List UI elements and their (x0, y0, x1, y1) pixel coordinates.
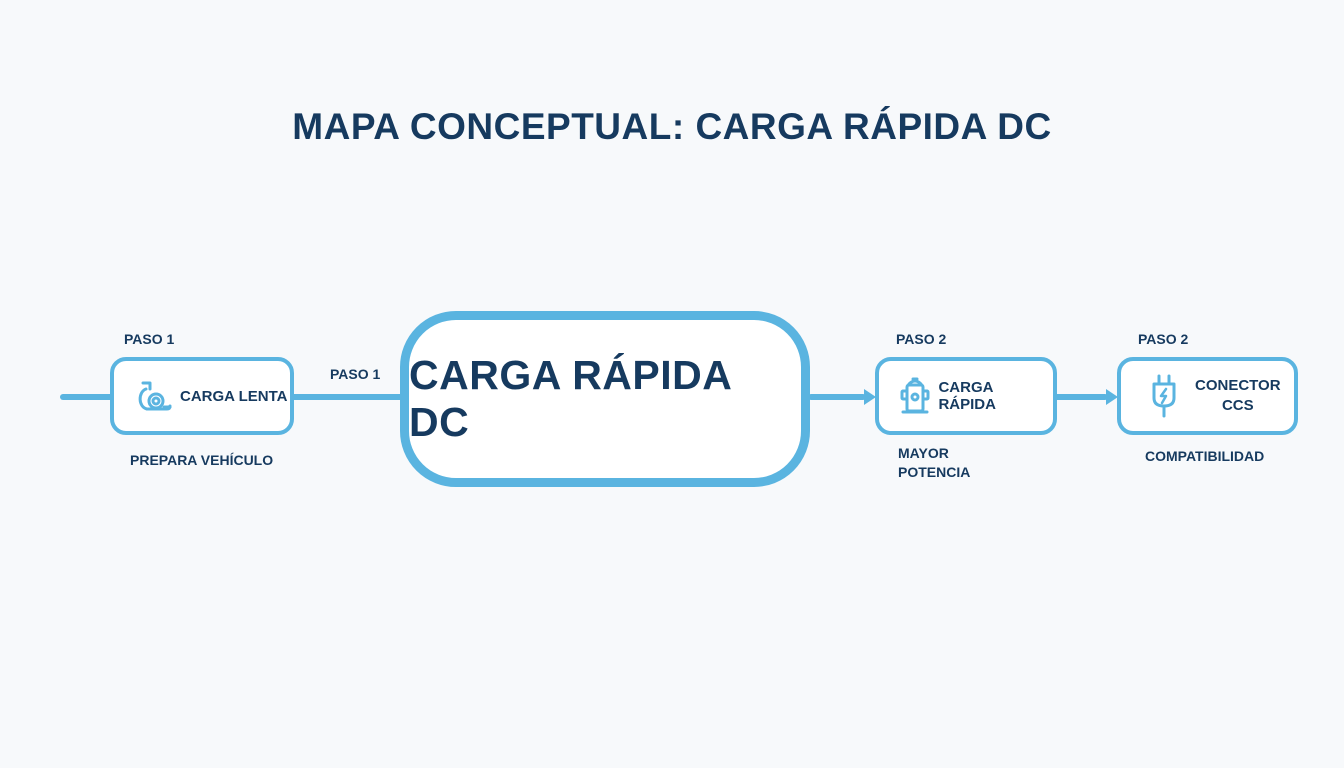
node-1-caption: PREPARA VEHÍCULO (130, 452, 274, 468)
node-3-step-label: PASO 2 (1138, 331, 1189, 347)
node-carga-lenta: CARGA LENTA (110, 357, 294, 435)
edge-label-to-central: PASO 1 (330, 366, 381, 382)
node-2-caption-line-1: MAYOR (898, 445, 949, 461)
central-node: CARGA RÁPIDA DC (400, 311, 810, 487)
charging-station-icon (895, 374, 934, 418)
connector-lenta-to-central (290, 394, 406, 400)
connector-start (60, 394, 114, 400)
arrowhead-ccs (1106, 389, 1118, 405)
node-2-step-label: PASO 2 (896, 331, 947, 347)
node-conector-ccs-label-line-1: CONECTOR (1195, 377, 1281, 394)
node-carga-lenta-label: CARGA LENTA (180, 387, 288, 405)
node-carga-rapida-label: CARGA RÁPIDA (938, 379, 996, 413)
central-node-label: CARGA RÁPIDA DC (409, 352, 731, 445)
node-2-caption-line-2: POTENCIA (898, 464, 971, 480)
plug-icon (1149, 372, 1179, 420)
node-2-caption: MAYOR POTENCIA (898, 444, 970, 482)
node-carga-rapida: CARGA RÁPIDA (875, 357, 1057, 435)
node-1-step-label: PASO 1 (124, 331, 175, 347)
node-3-caption: COMPATIBILIDAD (1145, 448, 1265, 464)
node-conector-ccs: CONECTOR CCS (1117, 357, 1298, 435)
diagram-title: MAPA CONCEPTUAL: CARGA RÁPIDA DC (292, 106, 1052, 147)
arrowhead-rapida (864, 389, 876, 405)
node-conector-ccs-label-line-2: CCS (1221, 397, 1254, 414)
connector-rapida-to-ccs (1054, 394, 1108, 400)
node-conector-ccs-label: CONECTOR CCS (1195, 376, 1281, 416)
charging-cable-icon (132, 374, 176, 418)
connector-central-to-rapida (808, 394, 866, 400)
